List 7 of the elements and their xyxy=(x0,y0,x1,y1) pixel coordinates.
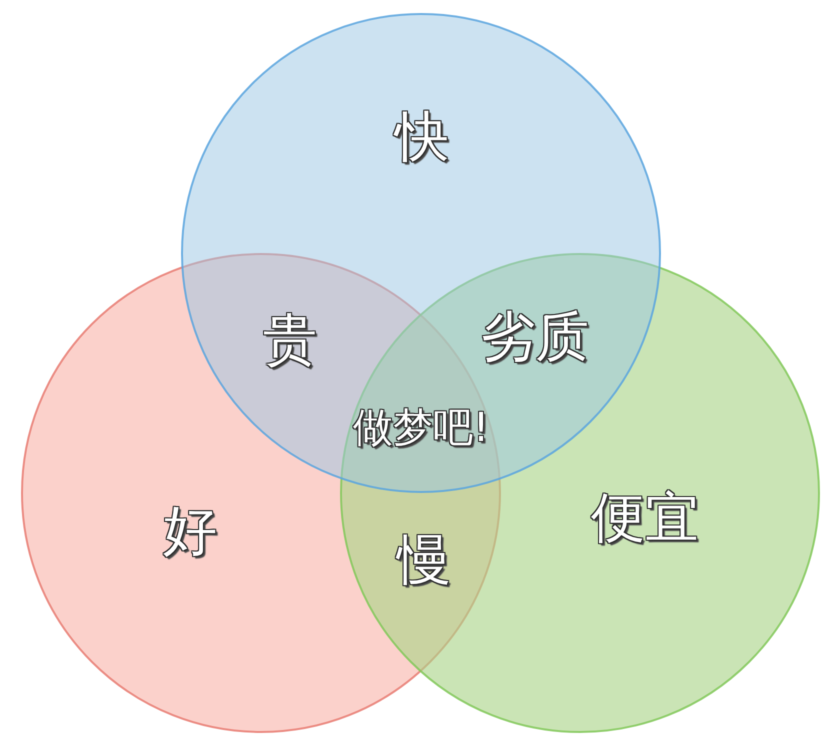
region-label: 慢 xyxy=(397,533,451,587)
circle-label: 快 xyxy=(395,110,449,164)
circle-label: 便宜 xyxy=(591,491,699,545)
region-label: 劣质 xyxy=(481,310,589,364)
circle-label: 好 xyxy=(163,504,217,558)
region-label: 贵 xyxy=(263,313,317,367)
region-label: 做梦吧! xyxy=(352,408,490,448)
